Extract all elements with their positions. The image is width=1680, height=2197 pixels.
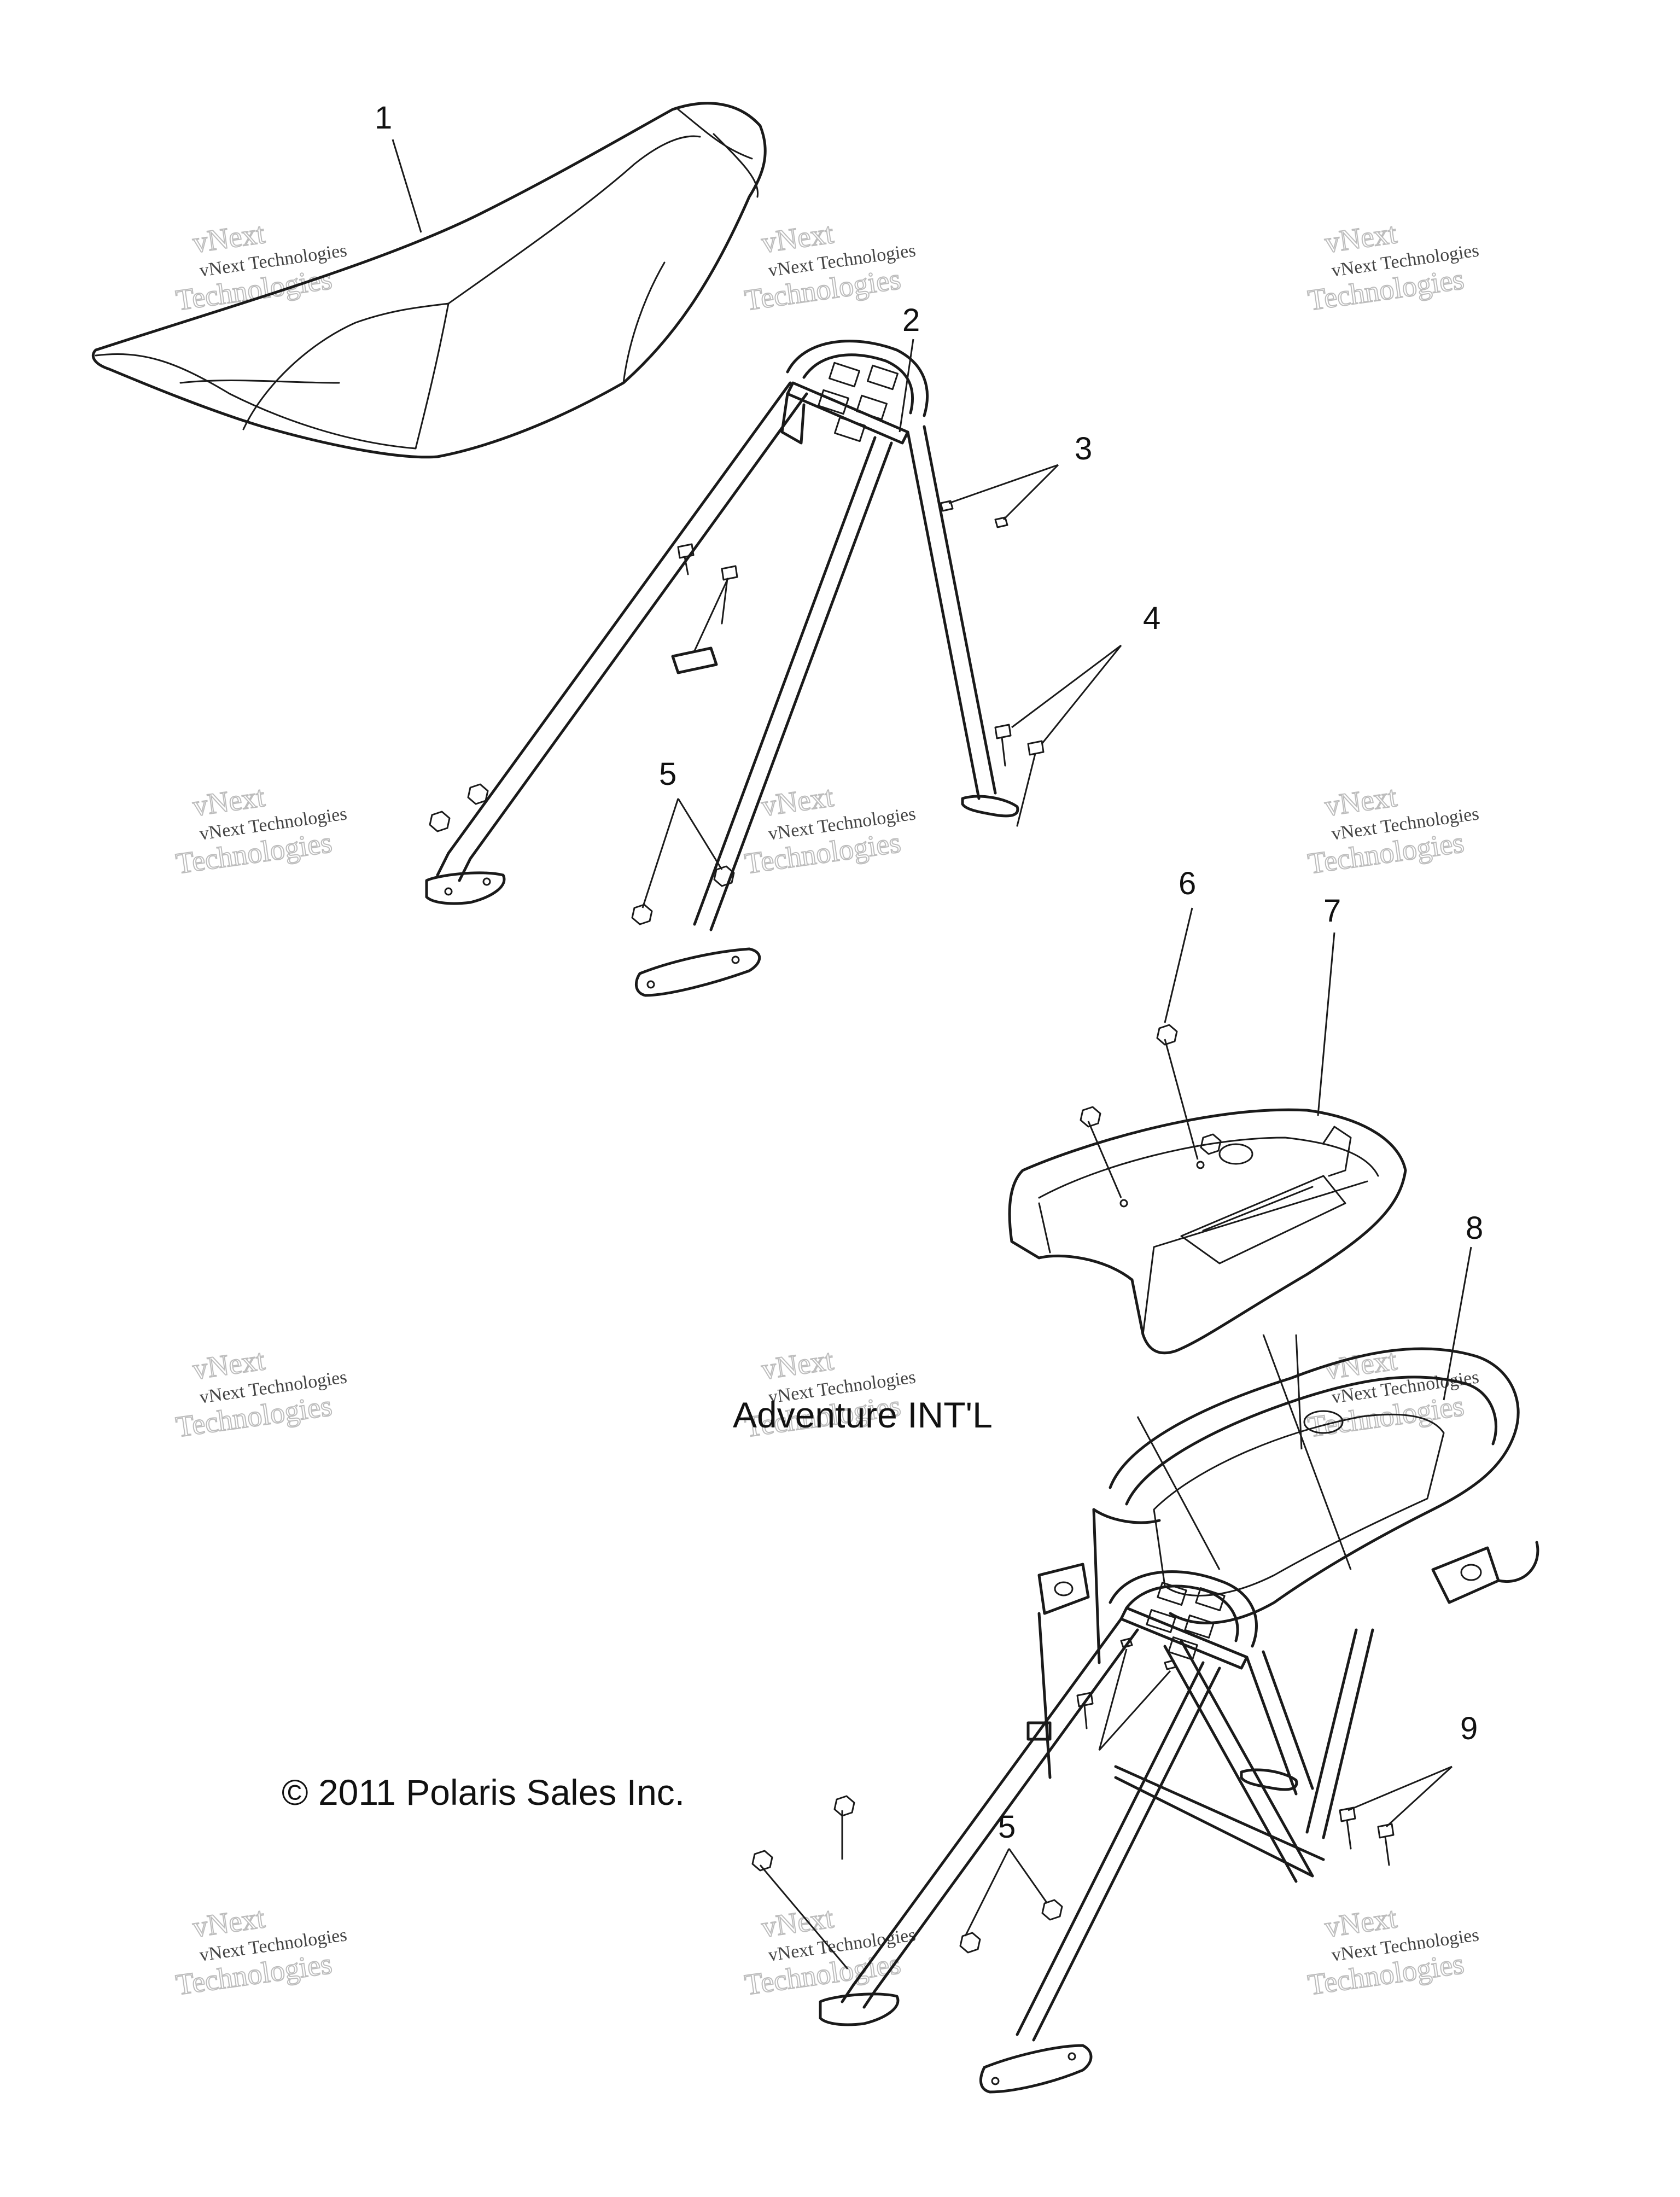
watermark: vNext vNext Technologies Technologies (173, 779, 348, 881)
copyright-text: © 2011 Polaris Sales Inc. (282, 1772, 685, 1813)
callout-6: 6 (1179, 866, 1196, 901)
callouts: 1 2 3 4 5 6 7 8 9 5 (375, 100, 1483, 1845)
callout-1: 1 (375, 100, 392, 136)
bolt-icon (1076, 1692, 1094, 1729)
watermark: vNext vNext Technologies Technologies (1305, 216, 1480, 317)
bolt-icon (677, 543, 695, 575)
callout-8: 8 (1466, 1210, 1483, 1246)
screw-icon (940, 500, 954, 512)
callout-4: 4 (1143, 601, 1160, 636)
callout-3: 3 (1075, 431, 1092, 467)
nut-icon (1156, 1024, 1178, 1046)
callout-7: 7 (1323, 893, 1341, 929)
watermark: vNext vNext Technologies Technologies (173, 1901, 348, 2002)
watermark: vNext vNext Technologies Technologies (1305, 779, 1480, 881)
watermark: vNext vNext Technologies Technologies (173, 216, 348, 317)
rear-rack-drawing (425, 340, 1045, 997)
watermark: vNext vNext Technologies Technologies (1305, 1901, 1480, 2002)
callout-leaders (392, 139, 1472, 1937)
nut-icon (959, 1932, 981, 1954)
callout-5: 5 (659, 756, 676, 792)
nut-icon (833, 1795, 855, 1817)
screw-icon (1164, 1659, 1177, 1670)
variant-label: Adventure INT'L (733, 1395, 993, 1435)
nut-icon (1200, 1133, 1222, 1155)
storage-box-drawing (1008, 1024, 1407, 1355)
bolt-icon (1377, 1823, 1395, 1866)
screw-icon (994, 516, 1008, 528)
nut-icon (1080, 1106, 1101, 1128)
seat-drawing (91, 102, 767, 459)
rack-assembly-drawing (751, 1334, 1539, 2094)
nut-icon (1041, 1899, 1063, 1921)
callout-5-lower: 5 (998, 1809, 1016, 1845)
nut-icon (713, 865, 735, 887)
watermark: vNext vNext Technologies Technologies (1305, 1343, 1480, 1444)
watermarks: vNext vNext Technologies Technologies vN… (173, 216, 1480, 2002)
bolt-icon (994, 724, 1012, 767)
watermark: vNext vNext Technologies Technologies (742, 216, 917, 317)
callout-2: 2 (902, 302, 920, 338)
nut-icon (429, 811, 451, 832)
nut-icon (467, 783, 489, 805)
nut-icon (751, 1850, 773, 1872)
callout-9: 9 (1460, 1711, 1478, 1746)
screw-icon (1120, 1637, 1133, 1648)
watermark: vNext vNext Technologies Technologies (173, 1343, 348, 1444)
bolt-icon (1339, 1806, 1356, 1850)
bolt-icon (721, 565, 738, 625)
bolt-icon (1016, 740, 1045, 827)
